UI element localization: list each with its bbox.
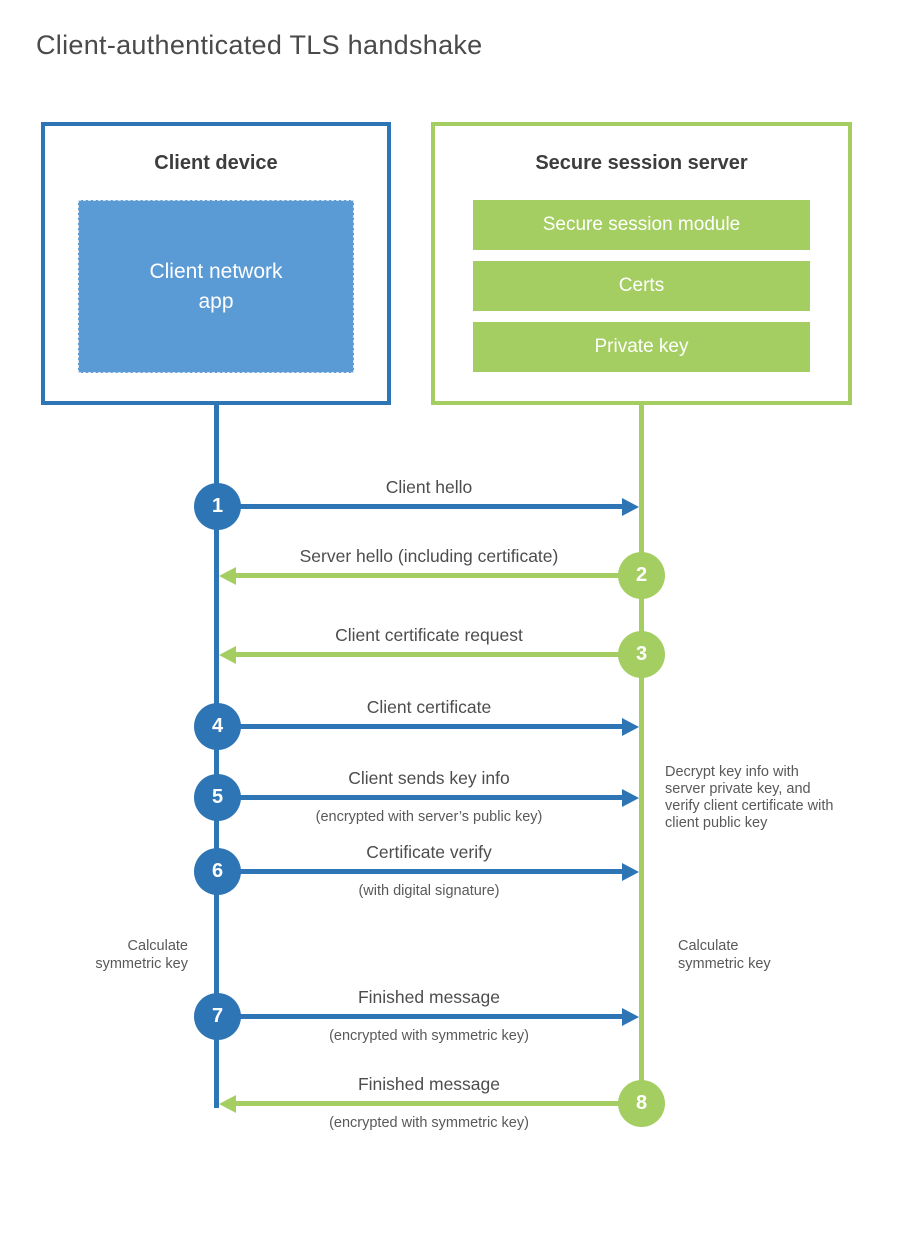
- message-label: Client hello: [385, 477, 473, 497]
- message-arrow-shaft: [240, 504, 624, 509]
- message-label: Certificate verify: [366, 842, 492, 862]
- step-number: 6: [211, 860, 224, 882]
- server-private-key-bar: Private key: [473, 322, 810, 372]
- step-circle-2: 2: [618, 552, 665, 599]
- message-sublabel: (encrypted with symmetric key): [329, 1115, 529, 1131]
- step-number: 5: [211, 786, 224, 808]
- message-label: Client sends key info: [348, 768, 510, 788]
- client-network-app-label: Client network app: [149, 259, 283, 313]
- server-module-bar: Secure session module: [473, 200, 810, 250]
- step-number: 8: [635, 1092, 648, 1114]
- step-circle-7: 7: [194, 993, 241, 1040]
- client-device-box: Client device Client network app: [41, 122, 391, 405]
- server-decrypt-note: Decrypt key info with server private key…: [665, 764, 834, 831]
- message-label: Client certificate: [366, 697, 492, 717]
- message-sublabel: (encrypted with symmetric key): [329, 1028, 529, 1044]
- step-circle-6: 6: [194, 848, 241, 895]
- server-certs-bar: Certs: [473, 261, 810, 311]
- arrowhead-right-icon: [622, 1008, 639, 1026]
- step-circle-3: 3: [618, 631, 665, 678]
- message-label: Finished message: [357, 987, 501, 1007]
- arrowhead-left-icon: [219, 567, 236, 585]
- client-network-app-block: Client network app: [78, 200, 354, 373]
- message-arrow-shaft: [240, 1014, 624, 1019]
- secure-session-server-box: Secure session server Secure session mod…: [431, 122, 852, 405]
- page-title: Client-authenticated TLS handshake: [36, 30, 483, 60]
- arrowhead-right-icon: [622, 718, 639, 736]
- arrowhead-left-icon: [219, 646, 236, 664]
- message-arrow-shaft: [240, 724, 624, 729]
- server-lifeline: [639, 405, 644, 1105]
- client-device-title: Client device: [154, 152, 278, 174]
- message-sublabel: (encrypted with server’s public key): [315, 809, 543, 825]
- arrowhead-right-icon: [622, 789, 639, 807]
- step-number: 7: [211, 1005, 224, 1027]
- step-circle-8: 8: [618, 1080, 665, 1127]
- message-arrow-shaft: [240, 869, 624, 874]
- message-label: Finished message: [357, 1074, 501, 1094]
- step-circle-1: 1: [194, 483, 241, 530]
- step-number: 3: [635, 643, 648, 665]
- step-circle-5: 5: [194, 774, 241, 821]
- message-arrow-shaft: [240, 795, 624, 800]
- arrowhead-right-icon: [622, 498, 639, 516]
- message-sublabel: (with digital signature): [358, 883, 500, 899]
- step-circle-4: 4: [194, 703, 241, 750]
- message-arrow-shaft: [236, 652, 621, 657]
- arrowhead-right-icon: [622, 863, 639, 881]
- step-number: 1: [211, 495, 224, 517]
- client-lifeline: [214, 405, 219, 1108]
- server-calculate-key-note: Calculate symmetric key: [678, 938, 771, 972]
- message-arrow-shaft: [236, 573, 621, 578]
- message-label: Client certificate request: [335, 625, 523, 645]
- message-arrow-shaft: [236, 1101, 621, 1106]
- step-number: 2: [635, 564, 648, 586]
- arrowhead-left-icon: [219, 1095, 236, 1113]
- client-calculate-key-note: Calculate symmetric key: [95, 938, 188, 972]
- secure-session-server-title: Secure session server: [535, 152, 748, 174]
- step-number: 4: [211, 715, 224, 737]
- message-label: Server hello (including certificate): [299, 546, 559, 566]
